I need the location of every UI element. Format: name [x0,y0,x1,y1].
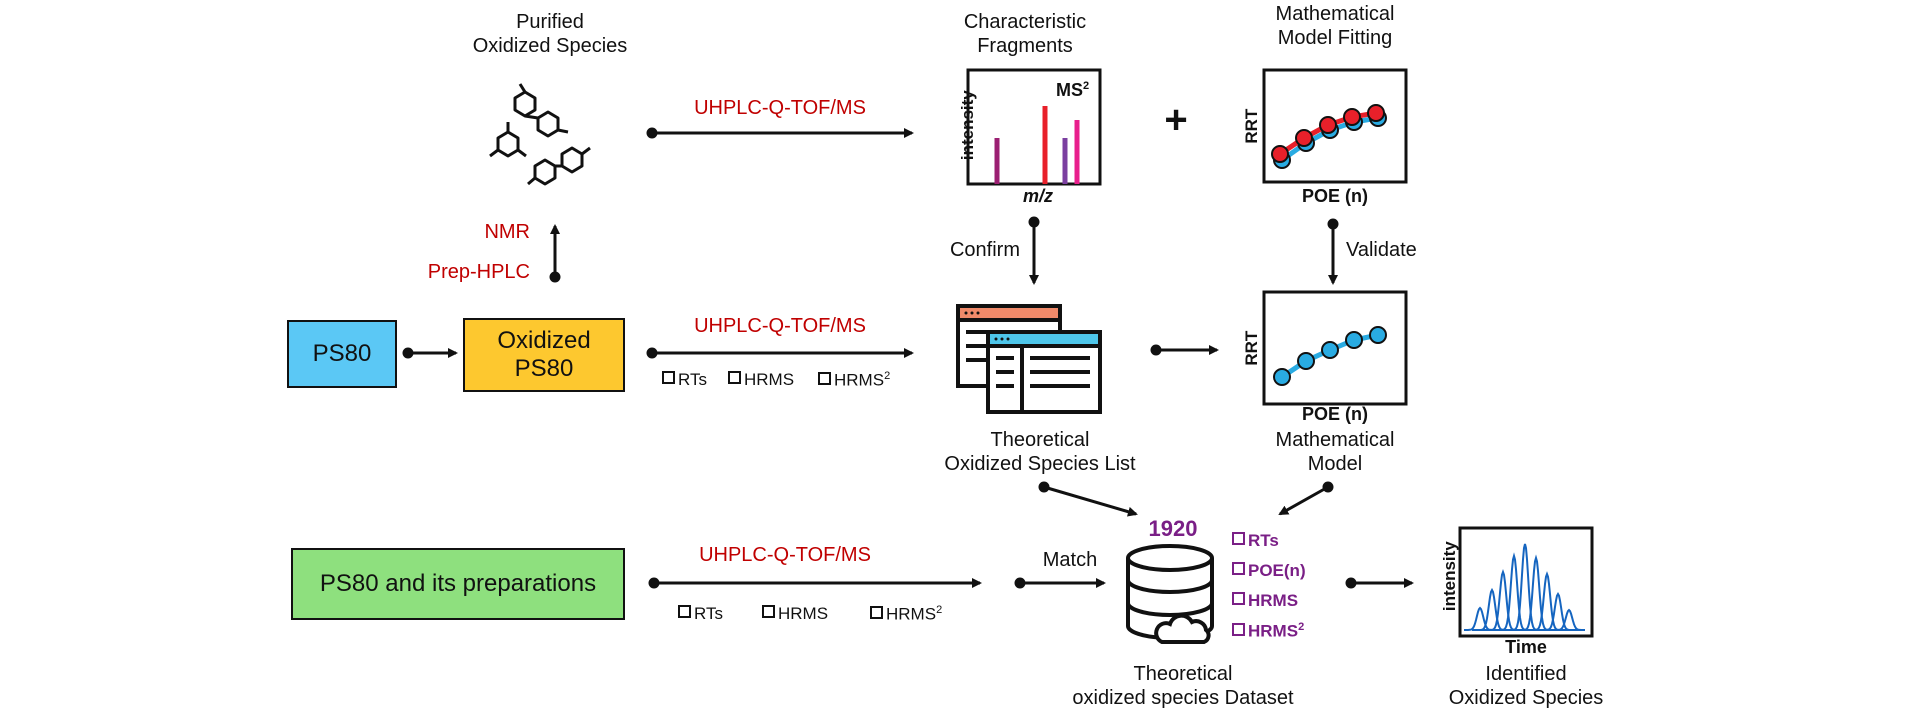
oxidized-ps80-box: Oxidized PS80 [463,318,625,392]
ms2-spectrum-chart [966,68,1102,186]
data-point [1273,368,1291,386]
rrt-fit-xlabel: POE (n) [1302,186,1368,206]
data-point [1297,352,1315,370]
ps80-box: PS80 [287,320,397,388]
dataset-label: Theoretical oxidized species Dataset [1072,663,1294,709]
checklist-item-hrms2: HRMS2 [818,370,890,391]
dataset-item-hrms: HRMS [1232,591,1298,611]
method-label-mid: UHPLC-Q-TOF/MS [694,315,866,337]
result-chart-xlabel: Time [1505,637,1547,657]
ms-chart-ylabel: intensity [957,90,977,161]
species-list-label: Theoretical Oxidized Species List [944,429,1136,475]
database-icon [1126,544,1214,644]
data-point [1321,341,1339,359]
ps80-preparations-box: PS80 and its preparations [291,548,625,620]
confirm-label: Confirm [949,239,1020,261]
method-label-bottom: UHPLC-Q-TOF/MS [699,544,871,566]
ms-chart-xlabel: m/z [1022,186,1053,206]
match-label: Match [1042,549,1098,571]
rrt-fit-chart [1262,68,1408,184]
molecule-icon [489,83,591,186]
checklist-item-hrms2: HRMS2 [870,604,942,625]
checklist-item-hrms: HRMS [728,370,794,390]
method-label-top: UHPLC-Q-TOF/MS [694,97,866,119]
arrows [402,127,1414,589]
dataset-item-rts: RTs [1232,531,1279,551]
rrt-fit-ylabel: RRT [1241,108,1261,144]
dataset-item-hrms2: HRMS2 [1232,621,1304,642]
rrt-model-ylabel: RRT [1241,330,1261,366]
data-point [1295,129,1313,147]
checklist-item-rts: RTs [662,370,707,390]
rrt-model-chart [1262,290,1408,406]
data-point [1271,145,1289,163]
characteristic-fragments-label: Characteristic Fragments [963,11,1087,57]
nmr-label: NMR [484,221,530,243]
rrt-model-xlabel: POE (n) [1302,404,1368,424]
ms-badge: MS2 [1056,80,1090,100]
checklist-item-hrms: HRMS [762,604,828,624]
prep-hplc-label: Prep-HPLC [427,261,530,283]
data-point [1367,104,1385,122]
data-point [1319,116,1337,134]
plus-sign: + [1164,98,1188,142]
dataset-item-poe: POE(n) [1232,561,1306,581]
dataset-count: 1920 [1148,516,1198,541]
result-chromatogram [1458,526,1594,638]
data-point [1343,108,1361,126]
species-list-icon [956,304,1102,414]
validate-label: Validate [1346,239,1417,261]
purified-species-label: Purified Oxidized Species [472,11,628,57]
result-chart-ylabel: intensity [1439,541,1459,612]
result-label: Identified Oxidized Species [1448,663,1604,709]
math-model-fitting-label: Mathematical Model Fitting [1275,3,1395,49]
data-point [1345,331,1363,349]
data-point [1369,326,1387,344]
checklist-item-rts: RTs [678,604,723,624]
math-model-label: Mathematical Model [1275,429,1395,475]
